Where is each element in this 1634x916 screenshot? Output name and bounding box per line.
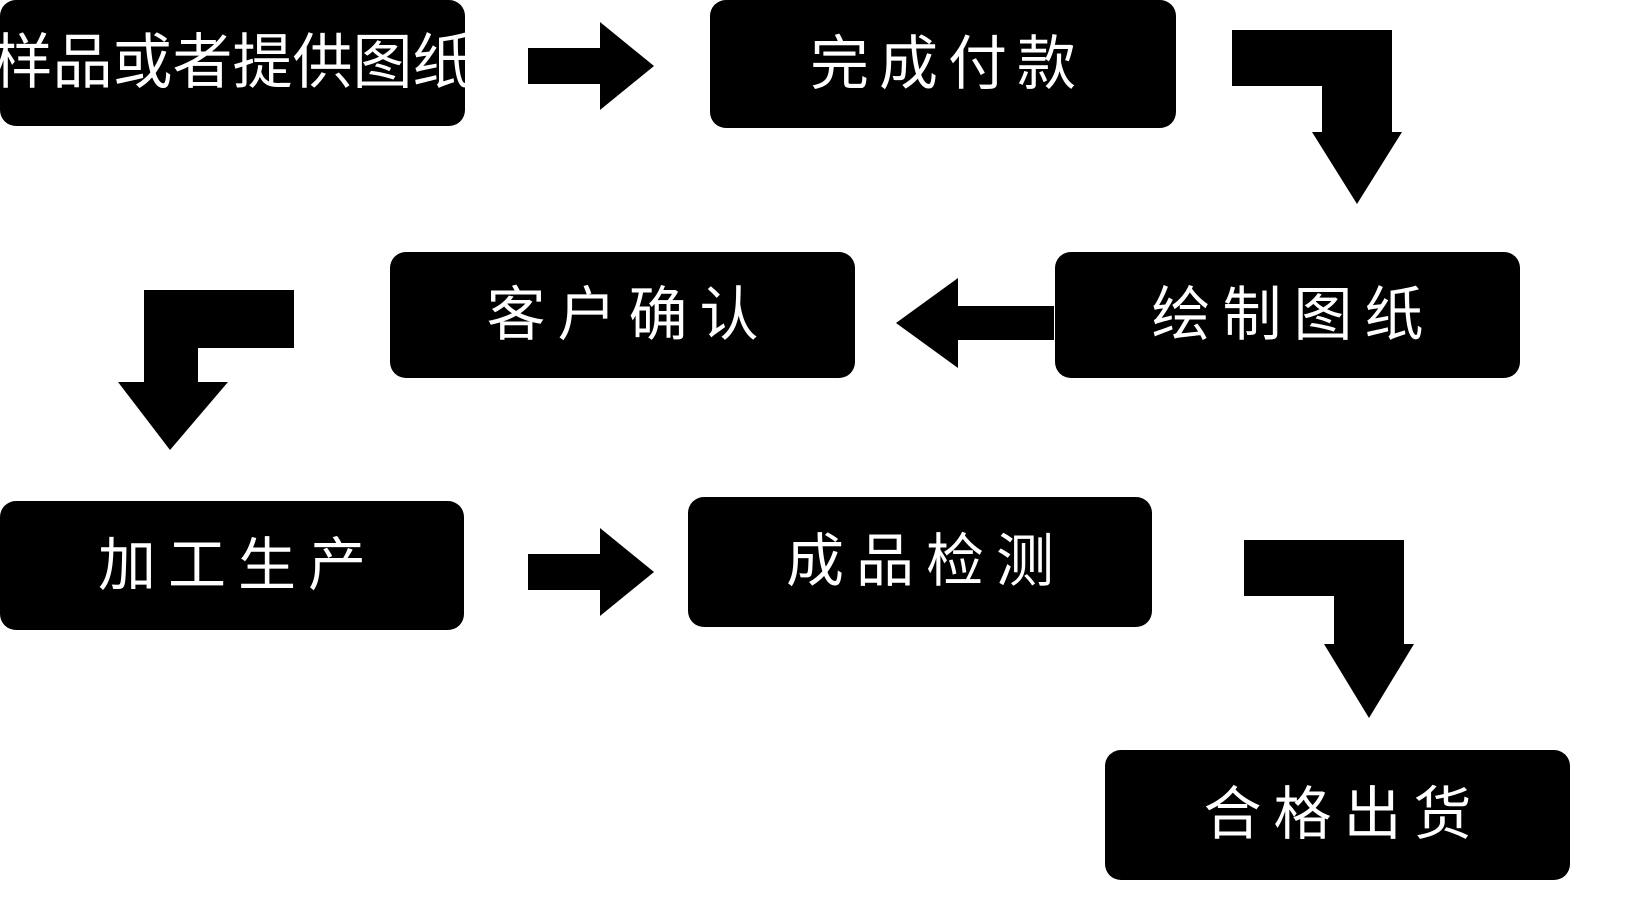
arrow-right-icon [528,22,654,110]
elbow-arrow-right-down-icon [1238,534,1414,718]
flow-node-confirm[interactable]: 客户确认 [390,252,855,378]
flow-node-confirm-label: 客户确认 [486,279,771,349]
flow-node-drawing[interactable]: 绘制图纸 [1055,252,1520,378]
flow-node-sample[interactable]: 样品或者提供图纸 [0,0,473,126]
flow-node-produce[interactable]: 加工生产 [0,501,464,630]
elbow-arrow-right-down-icon [1226,24,1402,204]
arrow-right-icon [528,528,654,616]
flow-node-ship-label: 合格出货 [1203,780,1484,849]
flow-node-payment-label: 完成付款 [809,28,1086,98]
arrow-left-icon [896,278,1054,368]
flow-node-payment[interactable]: 完成付款 [710,0,1176,128]
flow-node-inspect-label: 成品检测 [785,527,1066,596]
flow-node-sample-label: 样品或者提供图纸 [0,28,473,98]
flow-node-produce-label: 加工生产 [97,530,378,599]
flow-node-ship[interactable]: 合格出货 [1105,750,1570,880]
flow-node-drawing-label: 绘制图纸 [1151,279,1436,349]
flow-node-inspect[interactable]: 成品检测 [688,497,1152,627]
elbow-arrow-left-down-icon [118,286,294,450]
